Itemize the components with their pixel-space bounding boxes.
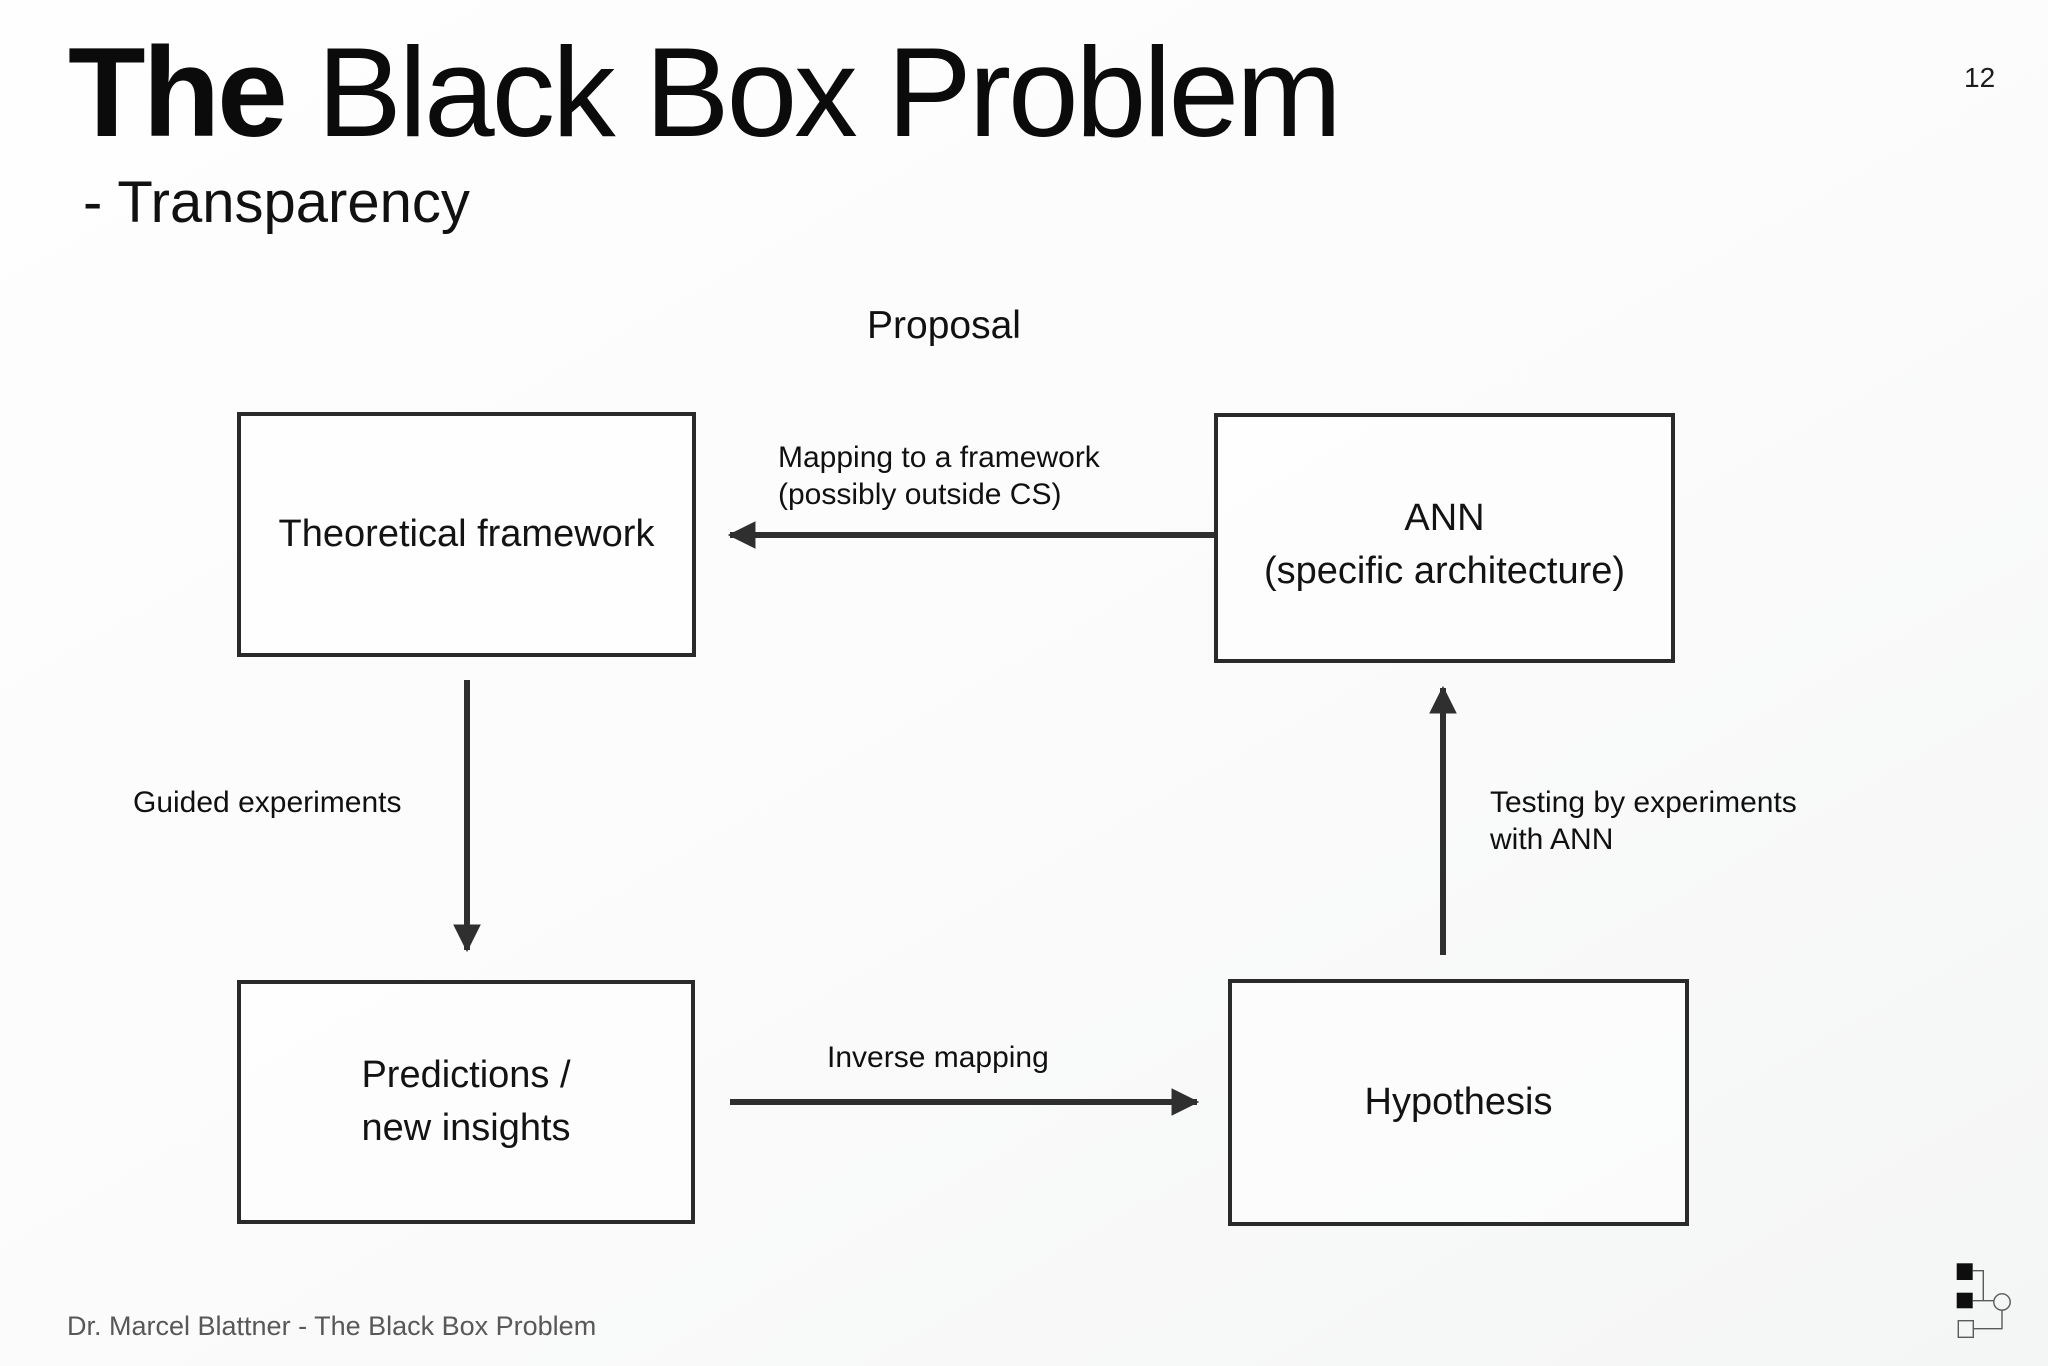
slide-title: The Black Box Problem [68,29,1342,156]
edge-label-testing-line2: with ANN [1490,823,1614,856]
node-ann: ANN (specific architecture) [1214,413,1675,663]
slide-title-rest: Black Box Problem [284,21,1342,163]
tree-node-filled-square-top [1956,1263,1973,1280]
node-predictions: Predictions / new insights [237,980,695,1224]
slide-subtitle: - Transparency [83,170,470,235]
node-predictions-label-line1: Predictions / [361,1053,571,1096]
tree-connector-top [1972,1270,1984,1301]
diagram-title: Proposal [867,304,1021,347]
node-theoretical-framework: Theoretical framework [237,412,696,657]
page-number: 12 [1964,62,1996,93]
footer-credit: Dr. Marcel Blattner - The Black Box Prob… [67,1311,597,1341]
node-ann-label-line2: (specific architecture) [1263,550,1626,592]
node-ann-label-line1: ANN [1404,496,1485,539]
hierarchy-tree-icon [1956,1263,2011,1338]
edge-label-testing: Testing by experiments with ANN [1490,784,1797,858]
tree-node-filled-square-middle [1956,1292,1973,1309]
node-hypothesis: Hypothesis [1228,979,1689,1226]
edge-label-mapping-line1: Mapping to a framework [778,441,1100,474]
edge-label-mapping-line2: (possibly outside CS) [778,478,1062,511]
slide-title-bold: The [68,21,288,163]
node-hypothesis-label: Hypothesis [1364,1080,1553,1123]
tree-node-outline-square-bottom [1957,1319,1974,1338]
tree-connector-bottom [1973,1310,2003,1330]
edge-label-inverse-mapping: Inverse mapping [827,1041,1049,1074]
edge-label-testing-line1: Testing by experiments [1490,786,1797,819]
edge-label-mapping: Mapping to a framework (possibly outside… [778,439,1100,513]
node-predictions-label-line2: new insights [361,1107,571,1149]
node-theoretical-framework-label: Theoretical framework [278,512,655,555]
tree-node-circle [1993,1293,2011,1311]
edge-label-guided-experiments: Guided experiments [133,786,402,819]
